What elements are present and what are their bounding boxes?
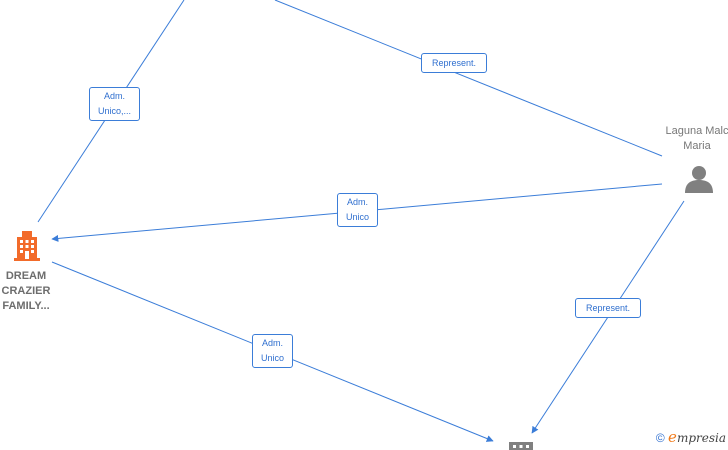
edge-label-adm-unico-top[interactable]: Adm. Unico,... xyxy=(89,87,140,121)
edge-label-represent-right[interactable]: Represent. xyxy=(575,298,641,318)
company-label-line: DREAM xyxy=(5,270,47,282)
person-icon[interactable] xyxy=(685,166,713,193)
edge-label-represent-top[interactable]: Represent. xyxy=(421,53,487,73)
edge-label-line: Adm. xyxy=(103,91,125,101)
person-label-laguna-maria[interactable]: Laguna Malc Maria xyxy=(654,124,728,154)
brand-logo-e: e xyxy=(668,428,677,446)
person-label-line: Laguna Malc xyxy=(665,125,728,137)
edge-label-line: Adm. xyxy=(346,197,368,207)
edge-label-adm-unico-middle[interactable]: Adm. Unico xyxy=(337,193,378,227)
edge-label-line: Represent. xyxy=(585,303,631,313)
edge-label-line: Unico xyxy=(345,212,369,222)
edge-top-to-laguna xyxy=(274,0,663,157)
company-label-dream-crazier[interactable]: DREAM CRAZIER FAMILY... xyxy=(0,269,52,314)
building-icon-bottom[interactable] xyxy=(509,442,533,450)
brand-logo-text: mpresia xyxy=(676,431,726,445)
person-label-line: Maria xyxy=(683,140,711,152)
watermark: © empresia xyxy=(656,428,726,446)
company-label-line: CRAZIER xyxy=(1,285,51,297)
building-icon[interactable] xyxy=(14,231,40,261)
edge-label-line: Unico,... xyxy=(97,106,131,116)
edge-label-line: Adm. xyxy=(261,338,283,348)
edge-label-line: Unico xyxy=(260,353,284,363)
edge-label-line: Represent. xyxy=(431,58,477,68)
copyright-symbol: © xyxy=(655,431,665,445)
company-label-line: FAMILY... xyxy=(2,300,50,312)
edge-label-adm-unico-bottom[interactable]: Adm. Unico xyxy=(252,334,293,368)
